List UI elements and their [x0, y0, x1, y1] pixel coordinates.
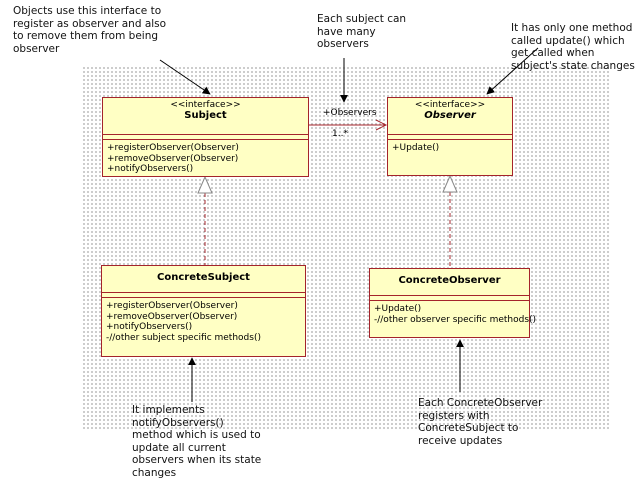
class-concrete-subject-header: ConcreteSubject [102, 266, 305, 292]
class-subject[interactable]: <<interface>> Subject +registerObserver(… [102, 97, 309, 177]
note-subject: Objects use this interface to register a… [13, 5, 167, 55]
class-observer-operations: +Update() [388, 139, 512, 157]
association-multiplicity-label: 1..* [332, 129, 348, 139]
realization-triangle-subject [197, 175, 213, 194]
operation: +registerObserver(Observer) [106, 301, 238, 311]
note-concrete-observer: Each ConcreteObserver registers with Con… [418, 397, 543, 447]
class-subject-header: <<interface>> Subject [103, 98, 308, 134]
operation: -//other observer specific methods() [374, 314, 537, 325]
class-observer-header: <<interface>> Observer [388, 98, 512, 134]
note-concrete-subject: It implements notifyObservers() method w… [132, 404, 262, 479]
operation: +notifyObservers() [107, 164, 194, 174]
class-observer-name: Observer [424, 109, 476, 121]
class-concrete-subject-name: ConcreteSubject [157, 272, 250, 283]
class-concrete-subject-operations: +registerObserver(Observer) +removeObser… [102, 297, 305, 346]
class-concrete-observer[interactable]: ConcreteObserver +Update() -//other obse… [369, 268, 537, 338]
operation: +notifyObservers() [106, 322, 193, 332]
operation: +registerObserver(Observer) [107, 143, 239, 153]
class-observer[interactable]: <<interface>> Observer +Update() [387, 97, 513, 176]
note-arrow-observer [486, 47, 539, 95]
class-concrete-observer-operations: +Update() -//other observer specific met… [370, 300, 537, 328]
note-observer: It has only one method called update() w… [511, 22, 635, 72]
note-many-observers: Each subject can have many observers [317, 13, 407, 51]
class-observer-stereotype: <<interface>> [414, 100, 486, 110]
operation: +removeObserver(Observer) [106, 311, 238, 322]
class-concrete-observer-header: ConcreteObserver [370, 269, 529, 295]
class-concrete-observer-name: ConcreteObserver [398, 275, 501, 286]
class-subject-operations: +registerObserver(Observer) +removeObser… [103, 139, 308, 178]
operation: +Update() [374, 304, 422, 314]
operation: -//other subject specific methods() [106, 332, 261, 343]
class-concrete-subject[interactable]: ConcreteSubject +registerObserver(Observ… [101, 265, 306, 357]
operation: +Update() [392, 143, 440, 153]
class-concrete-subject-attributes [102, 292, 305, 297]
realization-triangle-observer [442, 174, 458, 193]
class-concrete-observer-attributes [370, 295, 529, 300]
association-role-label: +Observers [323, 108, 377, 118]
class-subject-name: Subject [184, 109, 227, 121]
operation: +removeObserver(Observer) [107, 153, 239, 164]
class-observer-attributes [388, 134, 512, 139]
class-subject-stereotype: <<interface>> [170, 100, 241, 110]
association-arrowhead [375, 119, 388, 131]
class-subject-attributes [103, 134, 308, 139]
note-arrow-subject [159, 59, 211, 95]
